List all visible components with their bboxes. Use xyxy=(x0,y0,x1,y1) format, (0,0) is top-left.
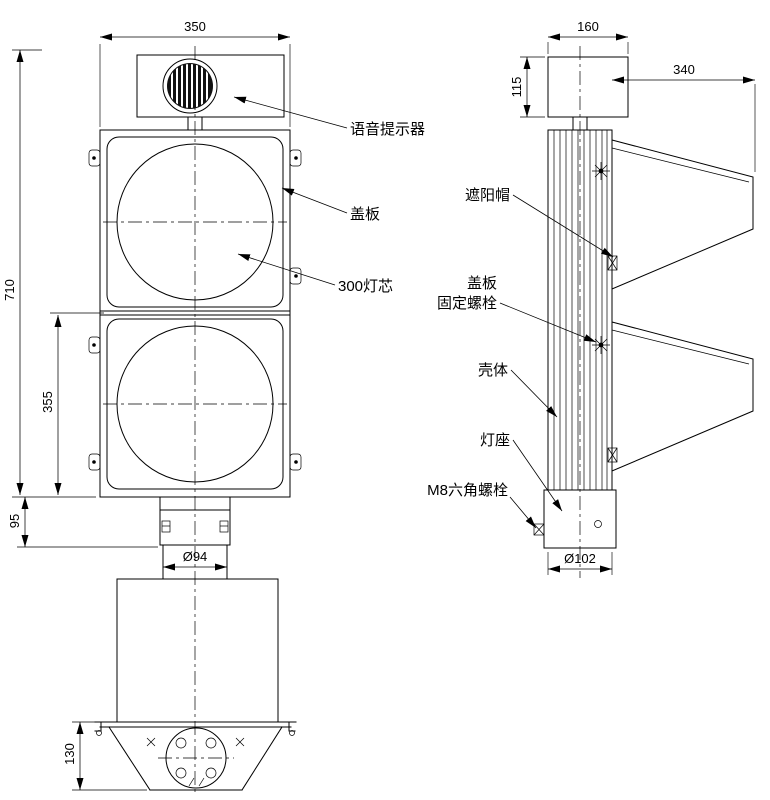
bottom-view: 130 xyxy=(62,578,297,791)
dim-front-height: 710 xyxy=(2,49,96,498)
pole-cylinder xyxy=(116,578,279,723)
dim-front-width-label: 350 xyxy=(184,19,206,34)
signal-body xyxy=(88,129,302,498)
plate-bolt-right xyxy=(289,730,295,736)
lower-hood xyxy=(611,321,754,472)
front-view: 350 xyxy=(2,19,425,795)
side-speaker-box xyxy=(547,56,629,118)
dim-front-width: 350 xyxy=(99,19,291,127)
collar-bolt-left xyxy=(161,520,171,533)
latch-left-2 xyxy=(88,336,101,354)
dim-base-dia-label: Ø102 xyxy=(564,551,596,566)
m8-bolt xyxy=(533,523,545,536)
dim-neck-label: 95 xyxy=(7,514,22,528)
dim-base-height: 130 xyxy=(62,721,147,791)
speaker-box xyxy=(136,54,285,131)
dim-pole-dia: Ø94 xyxy=(163,549,227,571)
dim-side-top-height-label: 115 xyxy=(509,77,524,98)
collar-bolt-right xyxy=(219,520,229,533)
lower-lens xyxy=(116,325,274,483)
wing-bolt-upper xyxy=(592,162,610,180)
dim-hood-depth: 340 xyxy=(612,62,756,172)
front-callouts: 语音提示器 盖板 300灯芯 xyxy=(233,96,425,295)
callout-cover: 盖板 xyxy=(350,205,380,223)
side-clamp-lower xyxy=(607,447,618,463)
latch-left-1 xyxy=(88,149,101,167)
side-callouts: 遮阳帽 盖板 固定螺栓 壳体 灯座 M8六角螺栓 xyxy=(427,187,614,529)
upper-hood xyxy=(611,139,754,290)
callout-cover-fix-1: 盖板 xyxy=(467,274,497,292)
latch-right-3 xyxy=(289,453,302,471)
body-outline xyxy=(99,129,291,498)
mounting-collar xyxy=(159,496,231,580)
dim-front-height-label: 710 xyxy=(2,279,17,301)
dim-hood-depth-label: 340 xyxy=(673,62,695,77)
dim-side-top-width: 160 xyxy=(547,19,629,54)
callout-housing: 壳体 xyxy=(478,362,508,379)
dim-lower-section: 355 xyxy=(40,312,104,495)
base-cone xyxy=(108,726,283,791)
speaker-ring xyxy=(162,58,218,114)
callout-speaker: 语音提示器 xyxy=(350,121,425,138)
upper-lens xyxy=(116,143,274,301)
latch-left-3 xyxy=(88,453,101,471)
callout-hex-bolt: M8六角螺栓 xyxy=(427,482,508,499)
callout-lamp-holder: 灯座 xyxy=(480,432,510,449)
dim-neck: 95 xyxy=(7,497,158,548)
dim-lower-section-label: 355 xyxy=(40,391,55,413)
dim-pole-dia-label: Ø94 xyxy=(183,549,208,564)
latch-right-2 xyxy=(289,267,302,285)
dim-base-dia: Ø102 xyxy=(547,551,613,575)
lower-door xyxy=(106,318,284,490)
dim-base-height-label: 130 xyxy=(62,743,77,765)
upper-door xyxy=(106,136,284,308)
side-view: 160 115 340 xyxy=(427,19,756,578)
cone-bolt-right xyxy=(235,737,245,747)
callout-sun-hood: 遮阳帽 xyxy=(465,187,510,204)
cone-bolt-left xyxy=(146,737,156,747)
wing-bolt-lower xyxy=(592,336,610,354)
dim-side-top-height: 115 xyxy=(509,56,545,118)
callout-cover-fix-2: 固定螺栓 xyxy=(437,295,497,312)
callout-lamp-core: 300灯芯 xyxy=(338,278,393,295)
dim-side-top-width-label: 160 xyxy=(577,19,599,34)
lamp-base xyxy=(533,489,617,549)
latch-right-1 xyxy=(289,149,302,167)
plate-bolt-left xyxy=(96,730,102,736)
